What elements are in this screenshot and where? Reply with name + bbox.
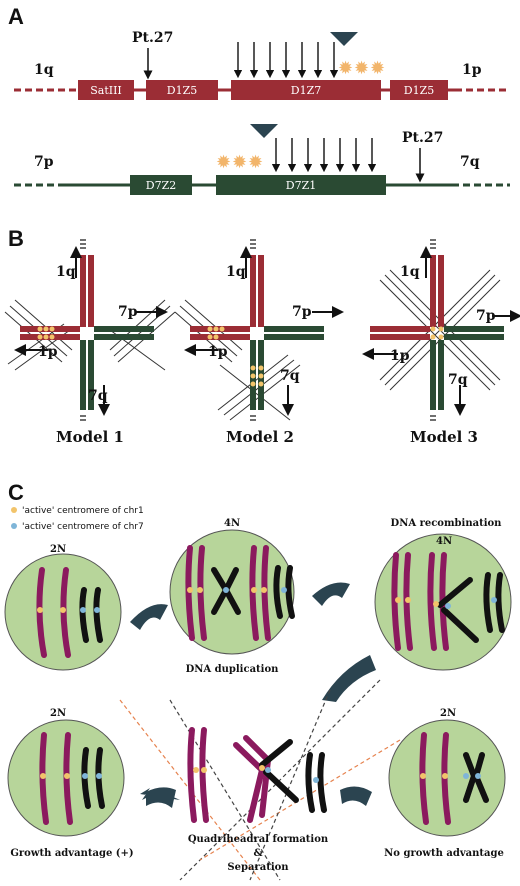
label-pt27-chr1: Pt.27 (132, 30, 173, 46)
m2-1q: 1q (226, 264, 246, 280)
m3-1q: 1q (400, 264, 420, 280)
label-quadriradial: Quadriheadral formation (188, 834, 329, 845)
cell-2n-no-growth (388, 719, 506, 837)
segment-d7z1 (216, 175, 386, 195)
quadriradial-structure (187, 727, 327, 823)
probe-arrows-chr7 (271, 138, 377, 173)
panel-b-letter: B (8, 226, 24, 251)
svg-text:✹: ✹ (338, 58, 353, 79)
label-d1z7: D1Z7 (291, 84, 321, 97)
m3-1p: 1p (390, 348, 410, 364)
legend-chr7: 'active' centromere of chr7 (22, 522, 144, 532)
label-growth-advantage: Growth advantage (+) (10, 848, 133, 859)
model-2-label: Model 2 (226, 428, 294, 446)
segment-satiii (78, 80, 134, 100)
segment-d1z7 (231, 80, 381, 100)
arrow-to-recombination (312, 582, 350, 606)
m3-7p: 7p (476, 308, 496, 324)
m2-7p: 7p (292, 304, 312, 320)
label-2n-growth: 2N (50, 708, 66, 719)
m1-7q: 7q (88, 388, 108, 404)
label-1q: 1q (34, 62, 54, 78)
model-3-label: Model 3 (410, 428, 478, 446)
m1-1p: 1p (38, 344, 58, 360)
segment-d7z2 (130, 175, 192, 195)
svg-text:✹: ✹ (354, 58, 369, 79)
stars-chr1: ✹ ✹ ✹ (338, 58, 385, 79)
label-no-growth: No growth advantage (384, 848, 504, 859)
label-4n-duplication: 4N (224, 518, 240, 529)
label-d1z5-right: D1Z5 (404, 84, 434, 97)
label-2n-start: 2N (50, 544, 66, 555)
label-d1z5-left: D1Z5 (167, 84, 197, 97)
breakpoint-arrow-chr1 (330, 32, 358, 46)
label-d7z2: D7Z2 (146, 179, 176, 192)
label-separation: Separation (227, 862, 289, 873)
m1-7p: 7p (118, 304, 138, 320)
label-dna-recombination: DNA recombination (391, 518, 503, 529)
legend-dot-chr1 (11, 507, 17, 513)
svg-text:✹: ✹ (216, 152, 231, 173)
segment-d1z5-right (390, 80, 448, 100)
arrow-to-no-growth (340, 786, 372, 806)
chr1-map: SatIII D1Z5 D1Z7 D1Z5 1q 1p Pt.27 ✹ ✹ ✹ (14, 30, 510, 100)
breakpoint-arrow-chr7 (250, 124, 278, 138)
cell-4n-duplication (169, 529, 295, 655)
label-7q: 7q (460, 154, 480, 170)
stars-chr7: ✹ ✹ ✹ (216, 152, 263, 173)
svg-text:✹: ✹ (232, 152, 247, 173)
label-2n-no-growth: 2N (440, 708, 456, 719)
model-2-diagram (174, 239, 344, 421)
label-satiii: SatIII (90, 84, 122, 97)
m2-1p: 1p (208, 344, 228, 360)
label-amp: & (253, 848, 262, 859)
cell-2n-growth (7, 719, 125, 837)
segment-d1z5-left (146, 80, 218, 100)
m2-7q: 7q (280, 368, 300, 384)
panel-a-letter: A (8, 4, 24, 29)
label-7p: 7p (34, 154, 54, 170)
legend-dot-chr7 (11, 523, 17, 529)
label-1p: 1p (462, 62, 482, 78)
label-pt27-chr7: Pt.27 (402, 130, 443, 146)
probe-arrows-chr1 (233, 42, 339, 79)
model-1-diagram (4, 239, 176, 421)
label-d7z1: D7Z1 (286, 179, 316, 192)
label-dna-duplication: DNA duplication (186, 664, 280, 675)
panel-c-letter: C (8, 480, 24, 505)
chr7-map: D7Z2 D7Z1 7p 7q Pt.27 ✹ ✹ ✹ (14, 124, 510, 195)
legend-chr1: 'active' centromere of chr1 (22, 506, 144, 516)
svg-text:✹: ✹ (248, 152, 263, 173)
arrow-to-4n (130, 604, 168, 630)
arrow-to-separation (322, 655, 376, 702)
cell-4n-recombination (374, 533, 512, 671)
model-1-label: Model 1 (56, 428, 124, 446)
label-4n-recombination: 4N (436, 536, 452, 547)
m1-1q: 1q (56, 264, 76, 280)
model-3-diagram (362, 239, 520, 421)
svg-text:✹: ✹ (370, 58, 385, 79)
cell-2n-start (4, 553, 122, 671)
m3-7q: 7q (448, 372, 468, 388)
